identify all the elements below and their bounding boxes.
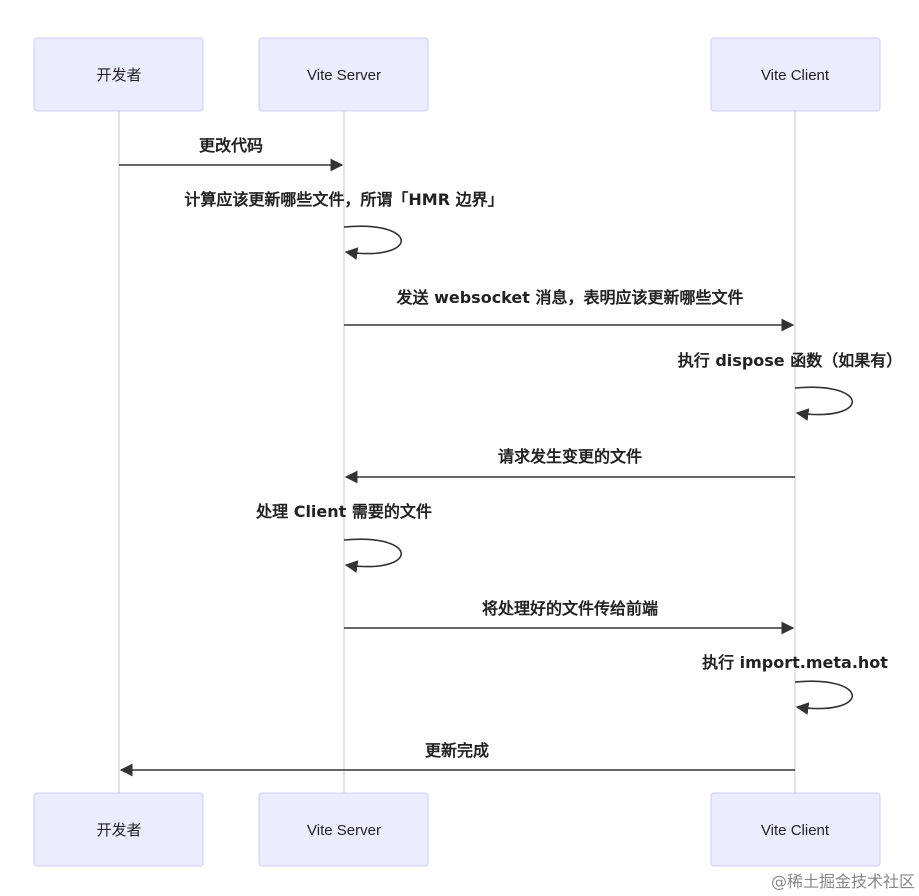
self-loop-arrow bbox=[794, 386, 854, 421]
message-8: 执行 import.meta.hot bbox=[702, 653, 888, 715]
actor-label: 开发者 bbox=[96, 822, 141, 839]
actor-label: Vite Server bbox=[307, 822, 381, 839]
message-7: 将处理好的文件传给前端 bbox=[344, 599, 795, 635]
actor-label: Vite Client bbox=[761, 67, 830, 84]
message-label: 处理 Client 需要的文件 bbox=[255, 502, 432, 521]
actor-top-client: Vite Client bbox=[710, 37, 881, 112]
actor-label: Vite Client bbox=[761, 822, 830, 839]
message-9: 更新完成 bbox=[119, 741, 795, 777]
self-loop-arrow bbox=[343, 225, 403, 260]
actor-bottom-dev: 开发者 bbox=[33, 792, 204, 867]
actor-bottom-client: Vite Client bbox=[710, 792, 881, 867]
message-label: 更新完成 bbox=[425, 741, 489, 760]
self-loop-arrow bbox=[794, 680, 854, 715]
message-label: 更改代码 bbox=[199, 136, 263, 155]
message-1: 更改代码 bbox=[119, 136, 344, 172]
message-2: 计算应该更新哪些文件，所谓「HMR 边界」 bbox=[184, 190, 504, 260]
actor-label: 开发者 bbox=[96, 67, 141, 84]
actor-bottom-server: Vite Server bbox=[258, 792, 429, 867]
actor-top-server: Vite Server bbox=[258, 37, 429, 112]
message-label: 发送 websocket 消息，表明应该更新哪些文件 bbox=[396, 288, 744, 307]
message-5: 请求发生变更的文件 bbox=[344, 447, 795, 484]
actor-label: Vite Server bbox=[307, 67, 381, 84]
message-4: 执行 dispose 函数（如果有） bbox=[678, 351, 902, 421]
actor-top-dev: 开发者 bbox=[33, 37, 204, 112]
self-loop-arrow bbox=[343, 538, 403, 573]
message-3: 发送 websocket 消息，表明应该更新哪些文件 bbox=[344, 288, 795, 332]
message-label: 计算应该更新哪些文件，所谓「HMR 边界」 bbox=[184, 190, 503, 209]
message-label: 执行 dispose 函数（如果有） bbox=[678, 351, 902, 370]
message-label: 将处理好的文件传给前端 bbox=[482, 599, 658, 618]
message-label: 请求发生变更的文件 bbox=[498, 447, 642, 466]
watermark: @稀土掘金技术社区 bbox=[770, 872, 915, 891]
message-label: 执行 import.meta.hot bbox=[702, 653, 888, 672]
message-6: 处理 Client 需要的文件 bbox=[255, 502, 432, 573]
